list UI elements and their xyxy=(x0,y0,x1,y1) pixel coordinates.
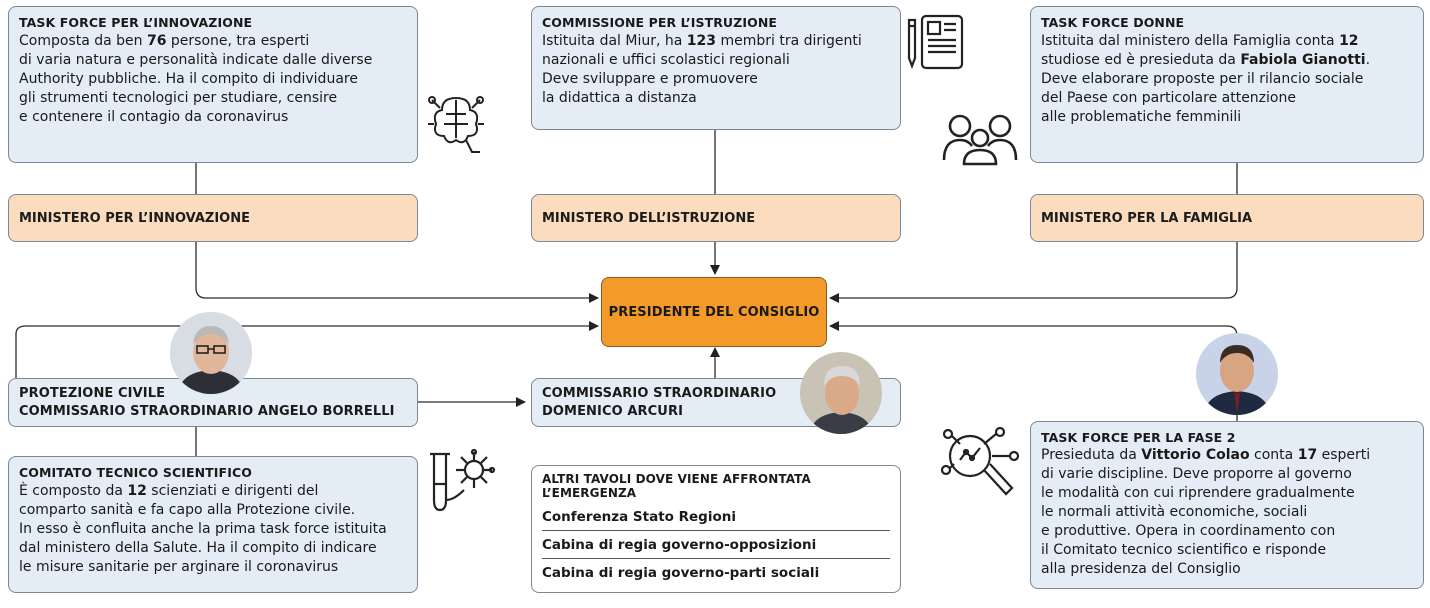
ministry-education-bar: MINISTERO DELL’ISTRUZIONE xyxy=(531,194,901,242)
scientific-committee-title: COMITATO TECNICO SCIENTIFICO xyxy=(19,465,252,480)
tablet-pencil-icon xyxy=(904,12,968,72)
text-part: Presieduta da xyxy=(1041,447,1142,463)
text-part: membri tra dirigenti nazionali e uffici … xyxy=(542,33,862,106)
member-count: 17 xyxy=(1297,447,1318,463)
borrelli-photo xyxy=(170,312,252,394)
text-part: persone, tra esperti di varia natura e p… xyxy=(19,33,373,125)
list-item: Conferenza Stato Regioni xyxy=(542,503,890,531)
women-task-force-box: TASK FORCE DONNE Istituita dal ministero… xyxy=(1030,6,1424,163)
text-part: Istituita dal Miur, ha xyxy=(542,33,687,49)
colao-photo xyxy=(1196,333,1278,415)
other-tables-box: ALTRI TAVOLI DOVE VIENE AFFRONTATA L’EME… xyxy=(531,465,901,593)
education-commission-title: COMMISSIONE PER L’ISTRUZIONE xyxy=(542,15,778,30)
people-group-icon xyxy=(940,110,1020,166)
phase2-task-force-title: TASK FORCE PER LA FASE 2 xyxy=(1041,430,1236,445)
member-count: 123 xyxy=(686,33,717,49)
arcuri-line2: DOMENICO ARCURI xyxy=(542,404,684,419)
text-part: È composto da xyxy=(19,483,128,499)
arcuri-photo xyxy=(800,352,882,434)
innovation-task-force-text: Composta da ben 76 persone, tra esperti … xyxy=(19,32,407,127)
other-tables-title: ALTRI TAVOLI DOVE VIENE AFFRONTATA L’EME… xyxy=(542,472,811,500)
text-part: Composta da ben xyxy=(19,33,147,49)
text-part: . Deve elaborare proposte per il rilanci… xyxy=(1041,52,1371,125)
civil-protection-line1: PROTEZIONE CIVILE xyxy=(19,386,166,401)
innovation-task-force-box: TASK FORCE PER L’INNOVAZIONE Composta da… xyxy=(8,6,418,163)
text-part: scienziati e dirigenti del comparto sani… xyxy=(19,483,387,575)
president-of-council-box: PRESIDENTE DEL CONSIGLIO xyxy=(601,277,827,347)
arcuri-line1: COMMISSARIO STRAORDINARIO xyxy=(542,386,777,401)
other-tables-list: Conferenza Stato Regioni Cabina di regia… xyxy=(542,503,890,586)
education-commission-text: Istituita dal Miur, ha 123 membri tra di… xyxy=(542,32,890,108)
scientific-committee-text: È composto da 12 scienziati e dirigenti … xyxy=(19,482,407,577)
ministry-family-bar: MINISTERO PER LA FAMIGLIA xyxy=(1030,194,1424,242)
text-part: Istituita dal ministero della Famiglia c… xyxy=(1041,33,1340,49)
text-part: studiose ed è presieduta da xyxy=(1041,52,1236,68)
brain-chip-icon xyxy=(422,90,490,158)
president-of-council-label: PRESIDENTE DEL CONSIGLIO xyxy=(608,304,820,320)
magnifier-network-icon xyxy=(940,426,1022,502)
list-item: Cabina di regia governo-opposizioni xyxy=(542,531,890,559)
president-name: Vittorio Colao xyxy=(1141,447,1250,463)
member-count: 12 xyxy=(1339,33,1359,49)
phase2-task-force-box: TASK FORCE PER LA FASE 2 Presieduta da V… xyxy=(1030,421,1424,589)
phase2-task-force-text: Presieduta da Vittorio Colao conta 17 es… xyxy=(1041,446,1413,579)
women-task-force-text: Istituita dal ministero della Famiglia c… xyxy=(1041,32,1413,127)
member-count: 76 xyxy=(146,33,167,49)
president-name: Fabiola Gianotti xyxy=(1240,52,1366,68)
ministry-innovation-bar: MINISTERO PER L’INNOVAZIONE xyxy=(8,194,418,242)
civil-protection-line2: COMMISSARIO STRAORDINARIO ANGELO BORRELL… xyxy=(19,404,395,419)
member-count: 12 xyxy=(127,483,147,499)
text-part: conta xyxy=(1249,447,1298,463)
list-item: Cabina di regia governo-parti sociali xyxy=(542,565,820,581)
test-tube-virus-icon xyxy=(424,444,496,514)
education-commission-box: COMMISSIONE PER L’ISTRUZIONE Istituita d… xyxy=(531,6,901,130)
scientific-committee-box: COMITATO TECNICO SCIENTIFICO È composto … xyxy=(8,456,418,593)
women-task-force-title: TASK FORCE DONNE xyxy=(1041,15,1185,30)
innovation-task-force-title: TASK FORCE PER L’INNOVAZIONE xyxy=(19,15,253,30)
text-part: esperti di varie discipline. Deve propor… xyxy=(1041,447,1371,577)
